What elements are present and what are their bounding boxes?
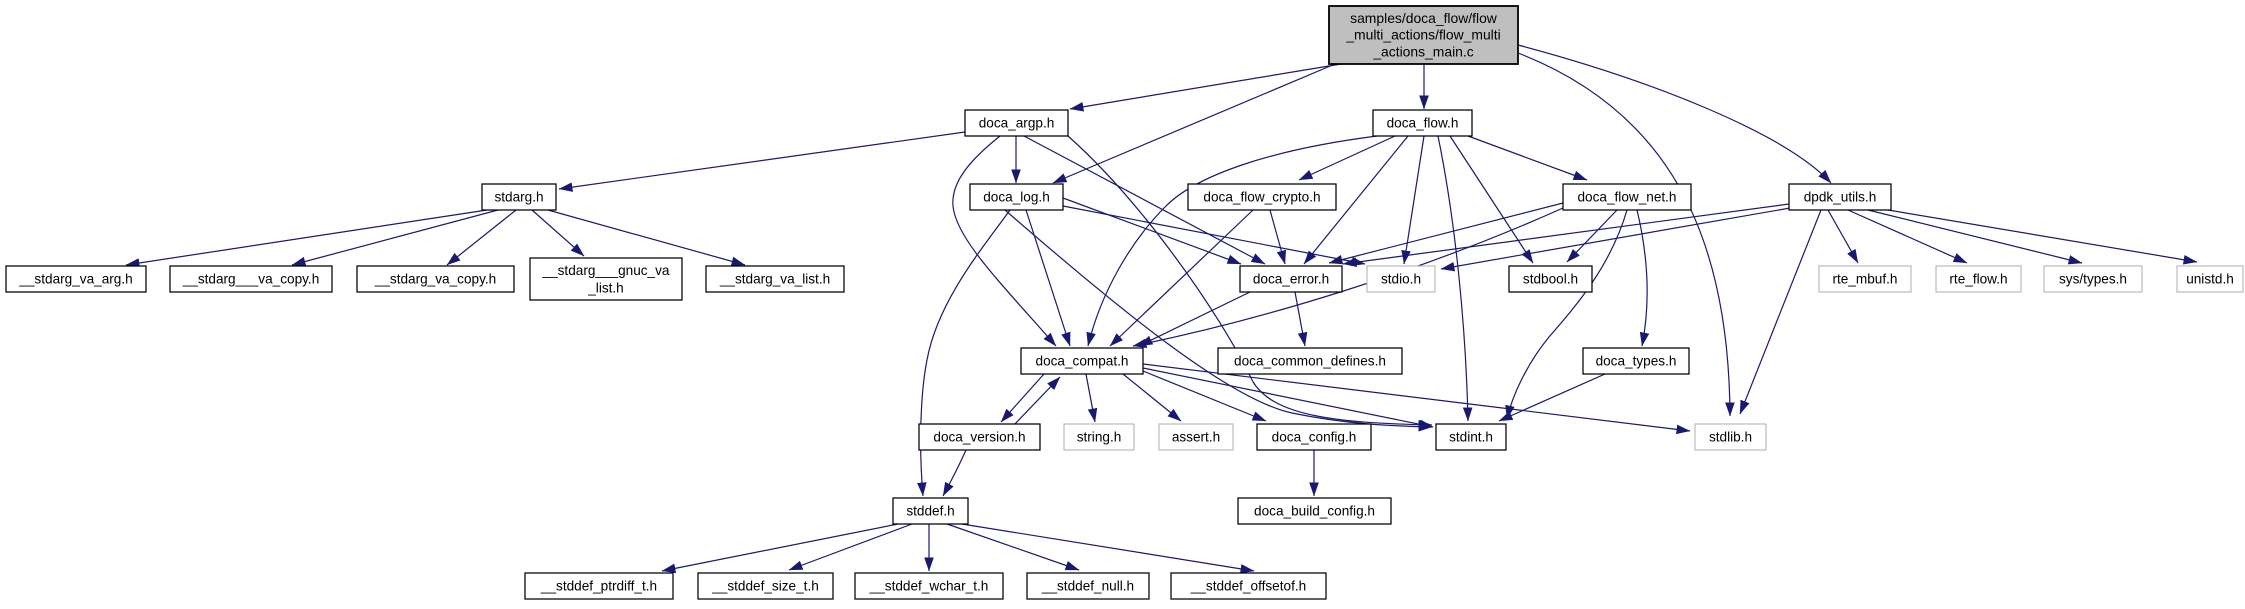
svg-text:doca_flow.h: doca_flow.h (1387, 116, 1459, 131)
svg-text:doca_log.h: doca_log.h (983, 190, 1050, 205)
svg-text:doca_version.h: doca_version.h (933, 430, 1025, 445)
svg-text:stdarg.h: stdarg.h (494, 190, 543, 205)
svg-text:rte_mbuf.h: rte_mbuf.h (1833, 272, 1898, 287)
svg-text:rte_flow.h: rte_flow.h (1949, 272, 2007, 287)
svg-text:samples/doca_flow/flow: samples/doca_flow/flow (1350, 10, 1498, 26)
svg-text:_actions_main.c: _actions_main.c (1372, 44, 1473, 60)
svg-text:doca_error.h: doca_error.h (1253, 272, 1329, 287)
svg-text:sys/types.h: sys/types.h (2059, 272, 2127, 287)
svg-text:stdint.h: stdint.h (1449, 430, 1493, 445)
svg-text:__stdarg_va_list.h: __stdarg_va_list.h (719, 272, 830, 287)
svg-text:__stdarg___va_copy.h: __stdarg___va_copy.h (182, 272, 320, 287)
svg-text:__stddef_wchar_t.h: __stddef_wchar_t.h (869, 579, 989, 594)
svg-text:__stdarg_va_arg.h: __stdarg_va_arg.h (18, 272, 132, 287)
svg-text:__stddef_offsetof.h: __stddef_offsetof.h (1190, 579, 1306, 594)
svg-text:__stddef_size_t.h: __stddef_size_t.h (711, 579, 819, 594)
svg-text:doca_flow_crypto.h: doca_flow_crypto.h (1203, 190, 1320, 205)
svg-text:stdlib.h: stdlib.h (1709, 430, 1752, 445)
svg-text:dpdk_utils.h: dpdk_utils.h (1804, 190, 1877, 205)
svg-text:stdbool.h: stdbool.h (1523, 272, 1578, 287)
svg-text:__stddef_ptrdiff_t.h: __stddef_ptrdiff_t.h (540, 579, 657, 594)
svg-text:doca_compat.h: doca_compat.h (1036, 354, 1129, 369)
svg-text:stdio.h: stdio.h (1381, 272, 1421, 287)
svg-text:doca_types.h: doca_types.h (1596, 354, 1677, 369)
svg-text:doca_build_config.h: doca_build_config.h (1254, 504, 1375, 519)
svg-text:__stdarg___gnuc_va: __stdarg___gnuc_va (542, 263, 670, 278)
svg-text:doca_flow_net.h: doca_flow_net.h (1577, 190, 1676, 205)
svg-text:__stddef_null.h: __stddef_null.h (1041, 579, 1134, 594)
svg-text:doca_config.h: doca_config.h (1272, 430, 1357, 445)
svg-text:_list.h: _list.h (587, 280, 624, 295)
svg-text:_multi_actions/flow_multi: _multi_actions/flow_multi (1345, 27, 1500, 43)
svg-text:stddef.h: stddef.h (906, 504, 954, 519)
svg-text:string.h: string.h (1077, 430, 1122, 445)
svg-text:__stdarg_va_copy.h: __stdarg_va_copy.h (374, 272, 496, 287)
svg-text:assert.h: assert.h (1172, 430, 1220, 445)
svg-text:doca_common_defines.h: doca_common_defines.h (1234, 354, 1386, 369)
svg-text:unistd.h: unistd.h (2186, 272, 2234, 287)
svg-text:doca_argp.h: doca_argp.h (979, 116, 1055, 131)
